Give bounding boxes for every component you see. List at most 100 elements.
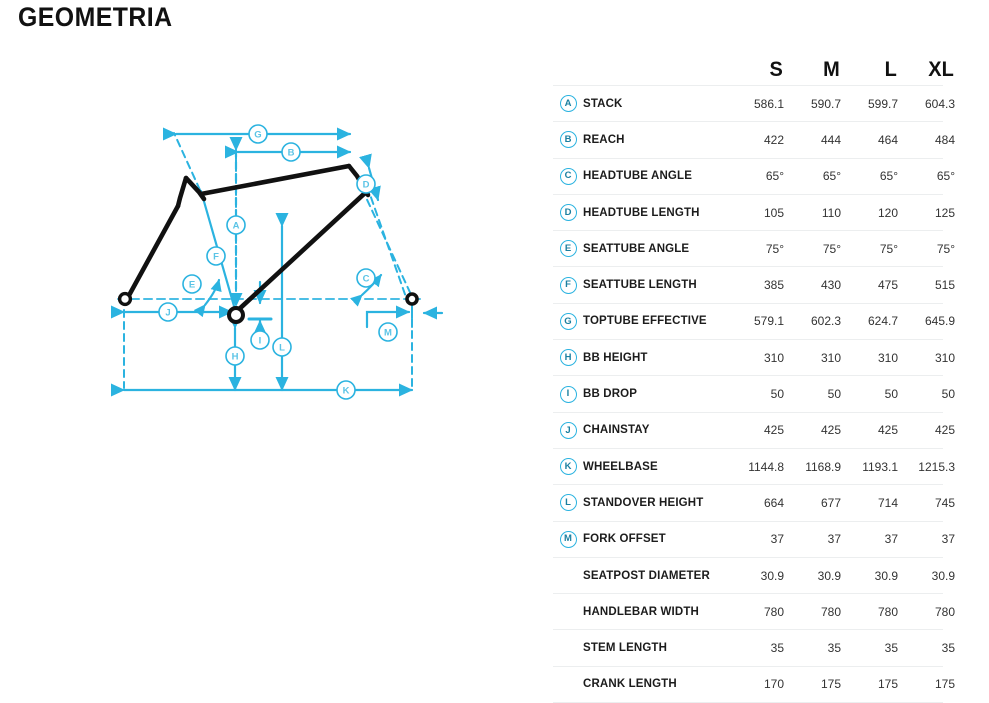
diagram-badge-G: G: [248, 124, 268, 144]
svg-text:B: B: [288, 148, 295, 159]
diagram-badge-F: F: [206, 246, 226, 266]
diagram-badge-M: M: [378, 322, 398, 342]
column-header-xl: XL: [928, 58, 954, 81]
row-label: HANDLEBAR WIDTH: [583, 605, 699, 618]
seat-cluster-tube: [183, 175, 207, 202]
row-value-xl: 515: [934, 278, 955, 293]
svg-text:M: M: [384, 328, 392, 339]
row-value-xl: 65°: [936, 169, 955, 184]
row-value-m: 35: [827, 641, 841, 656]
row-badge-i: I: [559, 385, 577, 403]
row-value-m: 50: [827, 387, 841, 402]
row-label: BB HEIGHT: [583, 351, 648, 364]
row-value-xl: 604.3: [924, 96, 955, 111]
row-label: SEATTUBE ANGLE: [583, 242, 690, 255]
row-label: CRANK LENGTH: [583, 678, 677, 691]
row-value-xl: 484: [934, 132, 955, 147]
seattube-extension-line: [173, 132, 201, 191]
bike-geometry-diagram: G B D A F E C J: [0, 60, 540, 480]
row-value-m: 37: [827, 532, 841, 547]
row-value-l: 37: [884, 532, 898, 547]
row-value-m: 30.9: [817, 568, 841, 583]
row-value-s: 50: [770, 387, 784, 402]
svg-text:H: H: [232, 352, 239, 363]
row-badge-cell: J: [553, 421, 583, 439]
row-value-l: 714: [877, 495, 898, 510]
diagram-badge-K: K: [336, 380, 356, 400]
row-badge-f: F: [559, 276, 577, 294]
svg-text:F: F: [213, 252, 219, 263]
row-value-s: 30.9: [760, 568, 784, 583]
row-value-xl: 75°: [936, 241, 955, 256]
row-value-xl: 37: [941, 532, 955, 547]
row-badge-g: G: [559, 312, 577, 330]
column-header-l: L: [884, 58, 897, 81]
svg-text:L: L: [279, 343, 285, 354]
svg-text:I: I: [259, 336, 262, 347]
row-badge-cell: H: [553, 349, 583, 367]
row-label: TOPTUBE EFFECTIVE: [583, 315, 707, 328]
row-badge-cell: E: [553, 240, 583, 258]
fork-axis-line: [366, 185, 408, 301]
row-badge-c: C: [559, 167, 577, 185]
row-badge-l: L: [559, 494, 577, 512]
svg-text:D: D: [363, 180, 370, 191]
row-value-m: 1168.9: [805, 459, 841, 474]
row-value-m: 780: [820, 604, 841, 619]
diagram-badge-L: L: [272, 337, 292, 357]
row-label: HEADTUBE LENGTH: [583, 206, 700, 219]
row-value-m: 175: [820, 677, 841, 692]
row-value-l: 50: [884, 387, 898, 402]
row-value-l: 120: [877, 205, 898, 220]
row-value-s: 37: [770, 532, 784, 547]
row-value-m: 602.3: [810, 314, 841, 329]
headtube-axis-line: [356, 177, 415, 302]
row-value-xl: 310: [934, 350, 955, 365]
row-value-s: 579.1: [753, 314, 784, 329]
row-value-l: 475: [877, 278, 898, 293]
down-tube: [233, 190, 368, 315]
svg-text:C: C: [363, 274, 370, 285]
row-value-xl: 645.9: [924, 314, 955, 329]
row-value-l: 780: [877, 604, 898, 619]
diagram-badge-I: I: [250, 330, 270, 350]
column-header-m: M: [823, 58, 840, 81]
front-axle-hub: [405, 292, 419, 306]
page-title: GEOMETRIA: [18, 2, 173, 32]
diagram-badge-J: J: [158, 302, 178, 322]
svg-text:E: E: [189, 280, 195, 291]
row-value-s: 75°: [765, 241, 784, 256]
row-value-xl: 30.9: [931, 568, 955, 583]
fork-offset-dimension: [365, 305, 411, 329]
row-value-m: 310: [820, 350, 841, 365]
row-value-m: 677: [820, 495, 841, 510]
svg-text:K: K: [343, 386, 350, 397]
diagram-badge-C: C: [356, 268, 376, 288]
row-label: SEATTUBE LENGTH: [583, 279, 697, 292]
row-label: STANDOVER HEIGHT: [583, 496, 704, 509]
diagram-badge-E: E: [182, 274, 202, 294]
row-value-l: 1193.1: [862, 459, 898, 474]
row-label: SEATPOST DIAMETER: [583, 569, 710, 582]
row-badge-j: J: [559, 421, 577, 439]
row-label: STACK: [583, 97, 623, 110]
row-badge-h: H: [559, 349, 577, 367]
row-badge-k: K: [559, 458, 577, 476]
row-value-l: 75°: [879, 241, 898, 256]
row-value-xl: 35: [941, 641, 955, 656]
row-value-s: 425: [763, 423, 784, 438]
row-value-s: 780: [763, 604, 784, 619]
row-label: REACH: [583, 133, 625, 146]
svg-text:A: A: [233, 221, 240, 232]
row-value-m: 425: [820, 423, 841, 438]
row-value-m: 65°: [822, 169, 841, 184]
row-value-xl: 175: [934, 677, 955, 692]
